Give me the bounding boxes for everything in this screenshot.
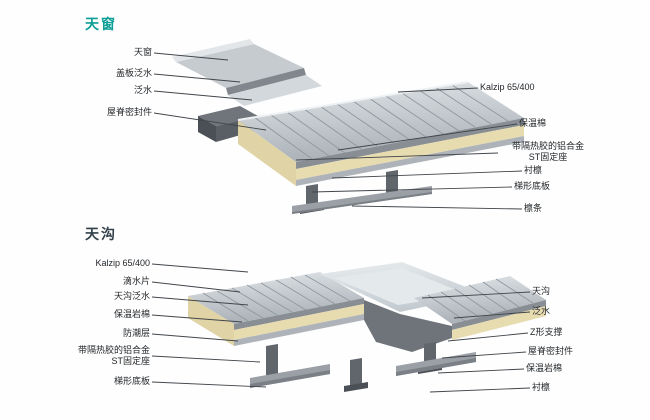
- right-panel-edge: [452, 300, 546, 330]
- bracket-center-foot: [344, 382, 368, 392]
- label-trapezoidal-deck-2: 梯形底板: [113, 376, 150, 386]
- label-gutter: 天沟: [532, 286, 551, 296]
- leader-line: [429, 387, 531, 393]
- leader-line: [437, 368, 525, 374]
- purlin-right-shadow: [396, 358, 476, 376]
- leader-line: [153, 52, 229, 61]
- gutter-detail-render: [188, 262, 546, 392]
- leader-line: [453, 311, 531, 319]
- label-trapezoidal-deck: 梯形底板: [514, 181, 551, 191]
- section-title-skylight: 天窗: [85, 16, 117, 32]
- leader-lines: [151, 52, 531, 393]
- label-cover-plate-flashing: 盖板泛水: [115, 68, 152, 78]
- leader-line: [151, 296, 249, 306]
- roof-seam-ribs: [253, 84, 509, 160]
- leader-line: [153, 112, 267, 131]
- label-skylight: 天窗: [133, 47, 152, 57]
- cut-section-insulation-2: [188, 296, 234, 346]
- skylight-panel: [176, 44, 304, 88]
- label-purlin: 檩条: [524, 203, 543, 213]
- bracket-center: [350, 358, 362, 388]
- label-vapour-barrier: 防潮层: [122, 328, 150, 338]
- skylight-detail-render: [172, 39, 524, 214]
- leader-line: [151, 263, 249, 273]
- leader-line: [337, 123, 518, 151]
- leader-line: [151, 281, 241, 293]
- label-flashing: 泛水: [133, 85, 152, 95]
- leader-line: [153, 90, 253, 101]
- roof-top-highlight: [237, 81, 469, 121]
- label-ridge-seal-2: 屋脊密封件: [528, 346, 574, 356]
- left-insulation-layer: [234, 304, 364, 340]
- label-insulation: 保温棉: [519, 118, 547, 128]
- panel-edge: [296, 118, 524, 169]
- leader-line: [151, 381, 267, 388]
- leader-line: [151, 355, 261, 363]
- label-ridge-seal: 屋脊密封件: [106, 107, 152, 117]
- leader-line: [441, 351, 527, 359]
- label-rockwool-2: 保温岩棉: [526, 363, 563, 373]
- leader-line: [311, 186, 513, 193]
- label-st-clip: 带隔热胶的铝合金 ST固定座: [511, 141, 584, 162]
- curb-top: [198, 106, 258, 126]
- leader-line: [331, 170, 523, 179]
- section-title-gutter: 天沟: [85, 226, 117, 242]
- label-flashing-2: 泛水: [532, 306, 551, 316]
- leader-line: [295, 152, 499, 161]
- label-kalzip-panel: Kalzip 65/400: [480, 82, 535, 92]
- left-panel-edge: [234, 298, 364, 330]
- leader-line: [397, 87, 479, 93]
- label-z-support: Z形支撑: [530, 327, 563, 337]
- right-roof-slope: [414, 276, 546, 324]
- label-kalzip-panel-2: Kalzip 65/400: [95, 258, 150, 268]
- gutter-front-depth: [364, 300, 452, 352]
- cut-section-insulation: [238, 120, 296, 186]
- leader-line: [151, 314, 243, 323]
- leader-line: [351, 205, 523, 210]
- bracket-left: [266, 344, 278, 380]
- right-insulation-layer: [452, 306, 546, 340]
- cover-flashing: [228, 75, 322, 106]
- label-liner-purlin: 衬檩: [524, 165, 543, 175]
- skylight-panel-edge: [226, 68, 306, 95]
- trapezoidal-deck: [296, 136, 524, 186]
- leader-line: [151, 333, 239, 342]
- insulation-layer: [296, 125, 524, 180]
- leader-line: [421, 291, 531, 299]
- label-rockwool: 保温岩棉: [113, 309, 150, 319]
- left-trapezoidal-deck: [234, 314, 364, 346]
- label-gutter-flashing: 天沟泛水: [113, 291, 150, 301]
- purlin-bar-shadow: [292, 192, 432, 214]
- label-liner-purlin-2: 衬檩: [532, 382, 551, 392]
- leader-line: [153, 73, 241, 83]
- label-drip-flashing: 滴水片: [122, 276, 150, 286]
- label-st-clip-2: 带隔热胶的铝合金 ST固定座: [77, 345, 150, 366]
- leader-line: [447, 332, 529, 342]
- purlin-left-shadow: [250, 370, 330, 388]
- curb-front: [198, 116, 216, 142]
